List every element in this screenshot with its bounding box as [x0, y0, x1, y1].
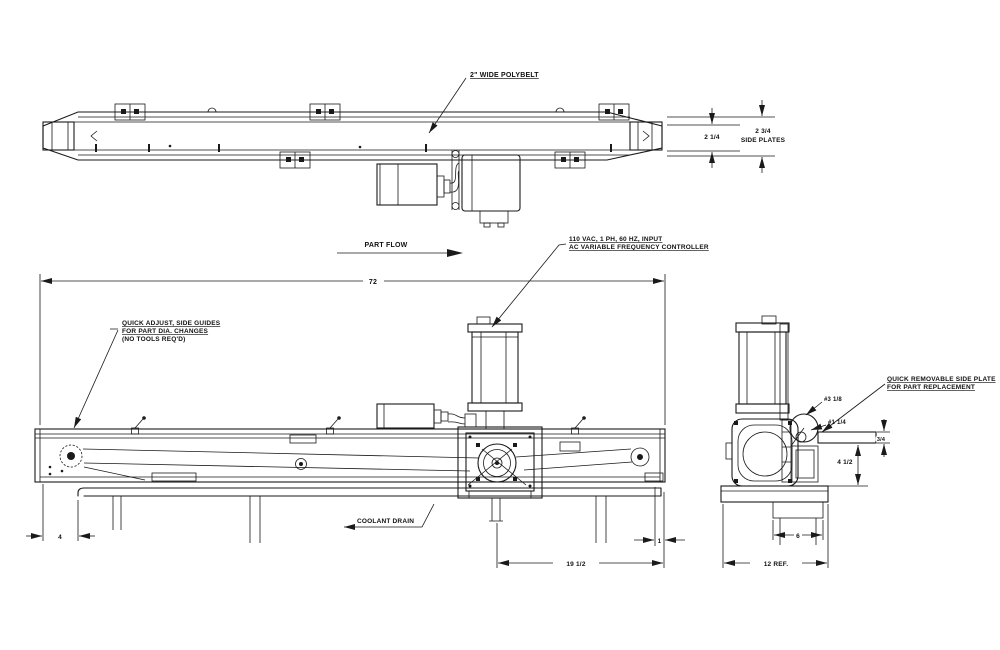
- end-view-dimensions: QUICK REMOVABLE SIDE PLATE FOR PART REPL…: [722, 376, 996, 570]
- quick-adjust-note-1: QUICK ADJUST, SIDE GUIDES: [122, 320, 221, 327]
- dim-belt-width: 2 1/4: [704, 134, 720, 141]
- part-flow-label: PART FLOW: [365, 242, 408, 249]
- dim-base-ref: 12 REF.: [764, 561, 789, 568]
- drive-unit-side: [457, 426, 543, 522]
- quick-adjust-note-2: FOR PART DIA. CHANGES: [122, 328, 209, 335]
- quick-adjust-leader: [74, 328, 119, 428]
- motor-body-plan: [461, 154, 521, 212]
- coolant-drain-label: COOLANT DRAIN: [357, 518, 414, 525]
- head-roller: [630, 447, 650, 467]
- tail-roller: [59, 444, 83, 468]
- vfd-controller-end: [735, 315, 790, 421]
- quick-removable-note-1: QUICK REMOVABLE SIDE PLATE: [887, 376, 996, 383]
- quick-adjust-note-3: (NO TOOLS REQ'D): [122, 336, 186, 343]
- side-view-dimensions: 72 QUICK ADJUST, SIDE GUIDES FOR PART DI…: [26, 236, 709, 570]
- quick-removable-note-2: FOR PART REPLACEMENT: [887, 384, 975, 391]
- dim-overall-length: 72: [369, 279, 377, 286]
- dim-plate-thickness: 3/4: [877, 437, 886, 443]
- vfd-controller-side: [464, 316, 523, 429]
- dim-one: 1: [658, 539, 662, 545]
- guide-brackets-bottom: [279, 151, 586, 169]
- part-flow-callout: PART FLOW: [337, 242, 463, 257]
- end-base: [720, 485, 829, 545]
- dim-tail: 4: [58, 534, 62, 541]
- drain-stub: [489, 498, 503, 522]
- stand-base: [77, 487, 662, 543]
- guide-brackets-top: [114, 103, 630, 121]
- top-view-conveyor: [42, 103, 663, 228]
- gearbox-plan: [376, 163, 438, 206]
- side-view-conveyor: [34, 316, 666, 543]
- coolant-drain-leader: [344, 503, 435, 530]
- drive-pulley: [477, 443, 517, 483]
- top-view-dimensions: 2" WIDE POLYBELT 2 1/4 2 3/4 SIDE PLATES: [428, 72, 786, 173]
- polybelt-note: 2" WIDE POLYBELT: [470, 72, 539, 79]
- dim-side-plate-caption: SIDE PLATES: [741, 137, 786, 144]
- belt-path-lines: [82, 448, 633, 486]
- pulley-end: [789, 413, 819, 447]
- polybelt-leader: [428, 77, 467, 134]
- tension-arrow-right: [642, 130, 650, 142]
- side-plate-bar: [817, 431, 877, 444]
- fastener-ticks: [95, 144, 612, 152]
- conduit-side: [447, 413, 466, 425]
- conduit-plan: [449, 162, 460, 193]
- dim-side-plate-value: 2 3/4: [755, 128, 771, 135]
- dim-pulley-height: 4 1/2: [837, 459, 853, 466]
- motor-end: [725, 418, 799, 487]
- part-flow-arrow: [447, 249, 463, 257]
- dia-pulley-label: #3 1/8: [824, 397, 842, 403]
- mount-domes: [207, 107, 565, 113]
- gearmotor-side: [376, 403, 466, 429]
- dia-shaft-label: #1 1/4: [828, 420, 846, 426]
- motor-assembly-plan: [376, 150, 521, 228]
- idler-roller: [295, 458, 307, 470]
- quick-removable-leader: [821, 383, 886, 433]
- vfd-note-1: 110 VAC, 1 PH, 60 HZ, INPUT: [569, 236, 662, 243]
- dim-stand-width: 6: [796, 533, 800, 540]
- end-view: [720, 315, 877, 545]
- vfd-leader: [491, 243, 567, 328]
- dim-drive-offset: 19 1/2: [566, 561, 585, 568]
- vfd-note-2: AC VARIABLE FREQUENCY CONTROLLER: [569, 244, 709, 251]
- mount-plate-end: [779, 323, 789, 421]
- clamp-handles: [131, 416, 586, 435]
- pulley-bracket: [791, 445, 819, 483]
- tension-arrow-left: [90, 130, 98, 142]
